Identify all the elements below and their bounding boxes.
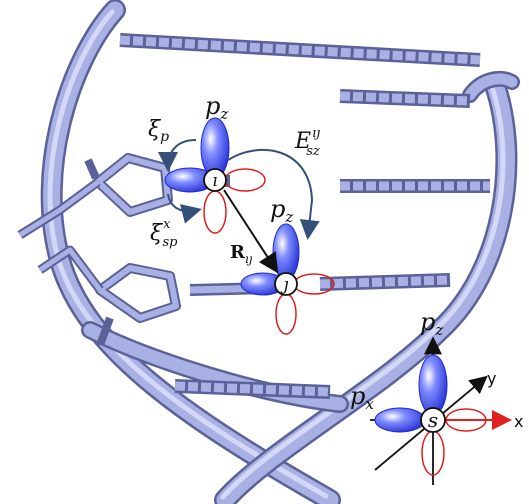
s-lobe-right [224, 168, 266, 192]
interaction-arrows [158, 139, 320, 274]
s-node-key [420, 407, 446, 433]
e-sz-arrow [227, 148, 320, 240]
xi-sp-arrow [167, 193, 202, 224]
px-key-label: px [350, 382, 374, 413]
base-pair-rungs [119, 33, 490, 399]
s-lobe-bottom [275, 293, 297, 335]
pz-lobe-top [272, 223, 300, 281]
site-i-node [203, 168, 227, 192]
s-key-label: s [428, 408, 438, 432]
site-j-label: ȷ [280, 275, 288, 295]
xi-p-label: ξp [148, 117, 169, 145]
r-vector-arrow [223, 189, 279, 274]
axis-y-label: y [487, 369, 496, 388]
s-lobe-right-key [445, 408, 487, 432]
s-lobe-bottom [203, 190, 227, 234]
orbital-site-i: ı [164, 117, 266, 234]
site-i-label: ı [212, 171, 217, 191]
pz-key-label: pz [420, 308, 443, 339]
r-vector-label: Rıȷ [230, 242, 253, 266]
dna-backbone [40, 0, 520, 504]
pz-lobe-key [418, 354, 448, 416]
site-j-node [274, 272, 298, 296]
xi-p-arrow [158, 139, 197, 172]
axis-x-label: x [514, 412, 523, 431]
orbital-site-j: ȷ [240, 223, 335, 335]
orbital-key: s pz px x y [350, 308, 523, 485]
px-lobe-key [374, 407, 426, 433]
pz-mid-label: pz [270, 195, 293, 226]
pz-top-label: pz [205, 92, 228, 123]
